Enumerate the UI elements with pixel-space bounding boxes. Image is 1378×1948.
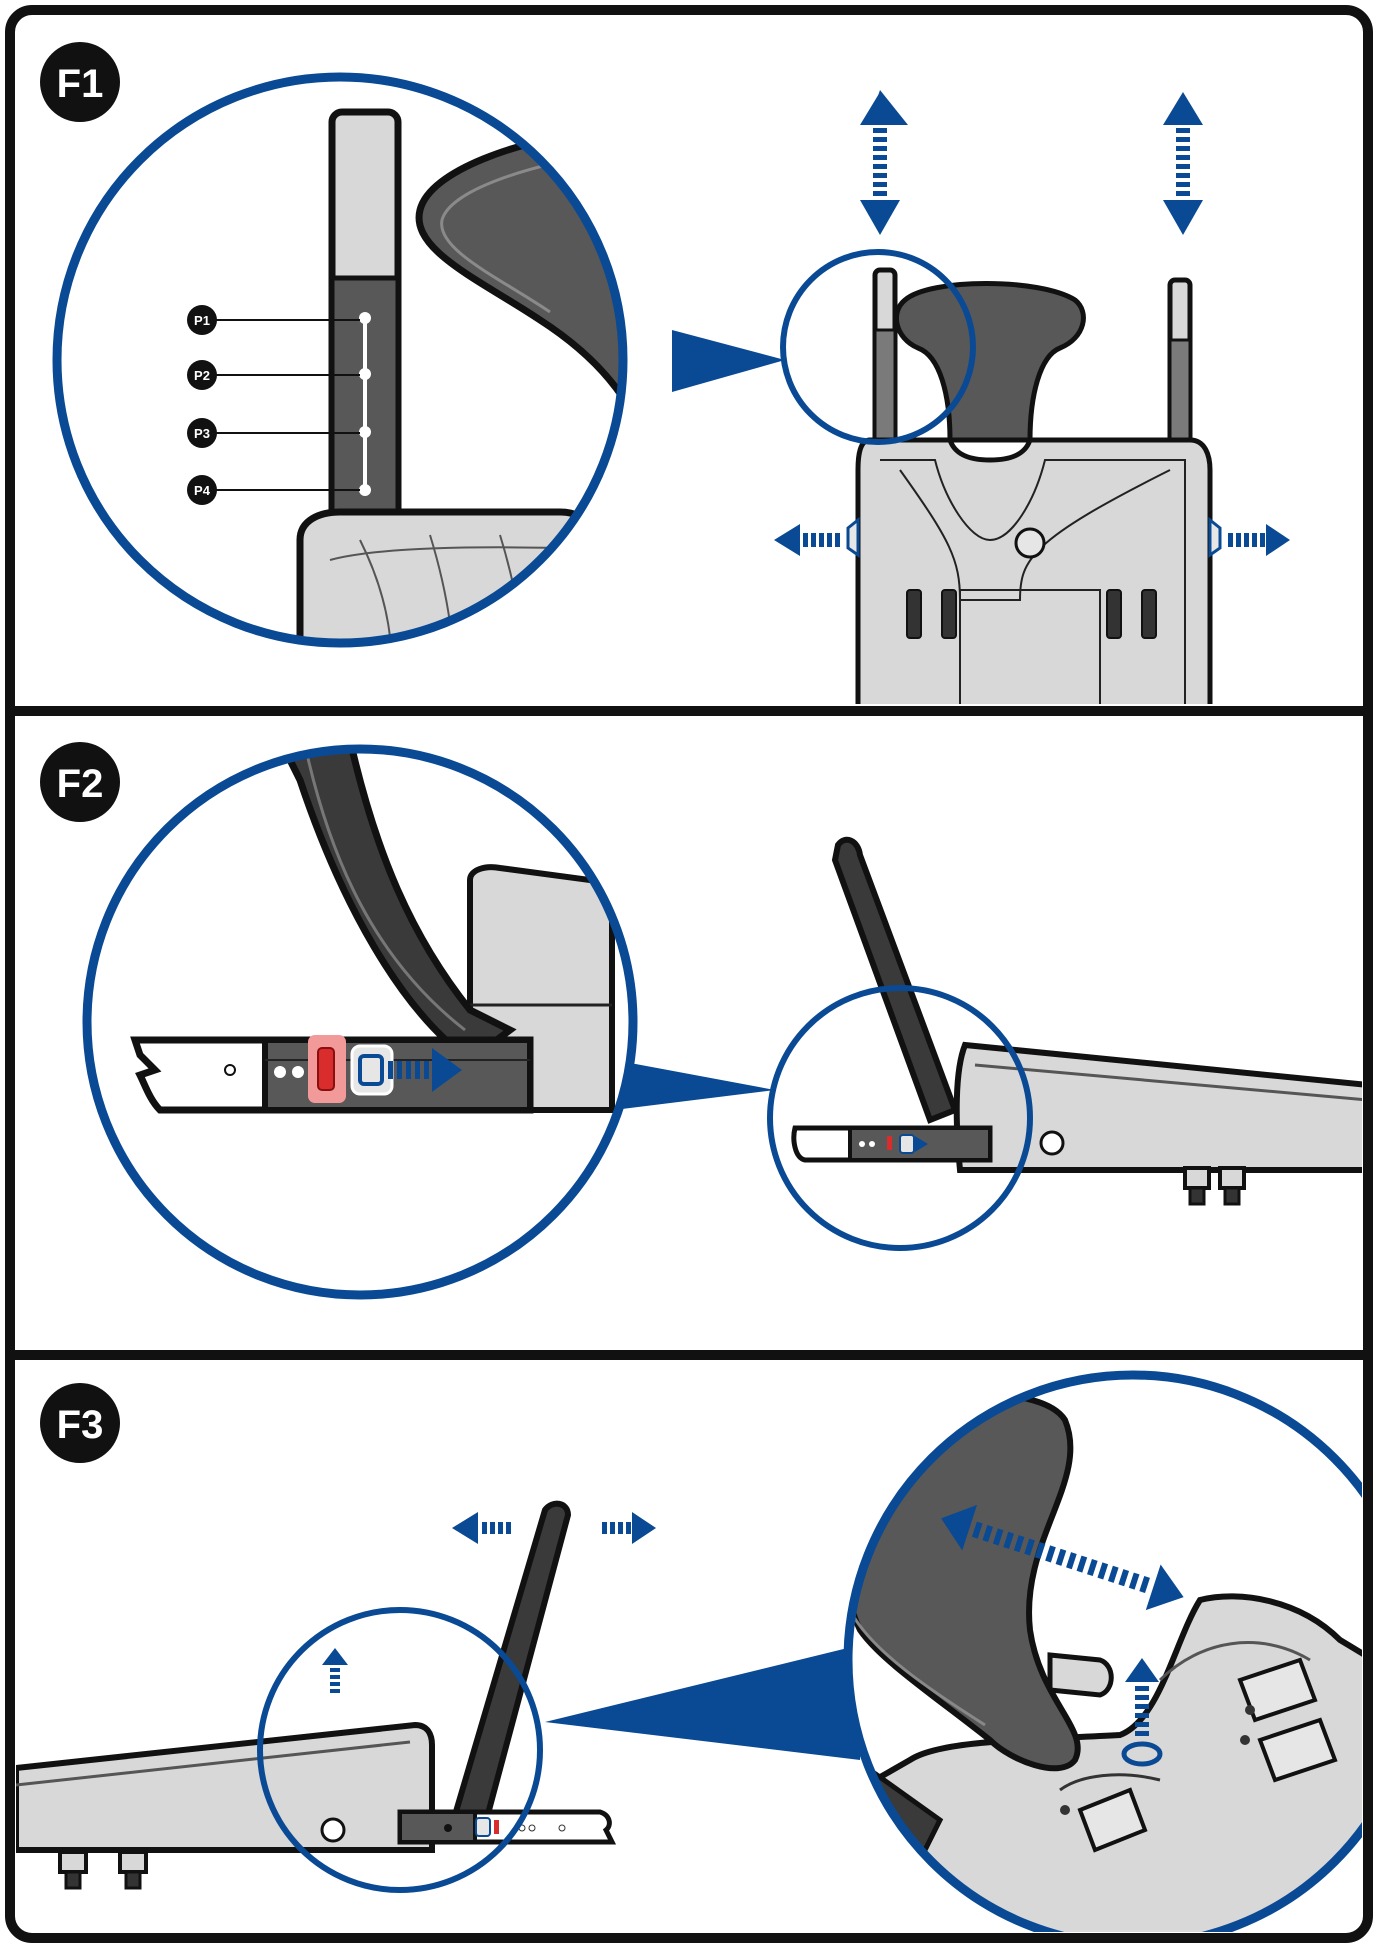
svg-text:F2: F2 <box>57 762 104 806</box>
svg-text:P3: P3 <box>194 426 210 441</box>
zoom-connector <box>545 1645 860 1760</box>
panel-badge-f3: F3 <box>40 1383 120 1463</box>
zoom-locator-circle <box>257 1607 543 1893</box>
svg-text:P4: P4 <box>194 483 211 498</box>
zoom-detail-f2 <box>82 744 638 1300</box>
svg-text:P1: P1 <box>194 313 210 328</box>
vertical-arrow-icon <box>1163 92 1203 235</box>
svg-text:P2: P2 <box>194 368 210 383</box>
horizontal-arrow-icon <box>774 524 840 556</box>
seat-back-front-view <box>846 267 1222 704</box>
zoom-connector <box>614 1060 775 1110</box>
position-label-p3: P3 <box>187 418 217 448</box>
horizontal-arrow-icon <box>602 1512 656 1544</box>
svg-text:F1: F1 <box>57 62 104 106</box>
panel-badge-f1: F1 <box>40 42 120 122</box>
panel-badge-f2: F2 <box>40 742 120 822</box>
horizontal-arrow-icon <box>1228 524 1290 556</box>
svg-text:F3: F3 <box>57 1403 104 1447</box>
zoom-locator-circle <box>767 985 1033 1251</box>
base-side-view-mirrored <box>16 1500 617 1890</box>
horizontal-arrow-icon <box>452 1512 511 1544</box>
base-side-view <box>791 836 1362 1206</box>
vertical-arrow-icon <box>860 90 908 235</box>
diagonal-arrow-icon <box>941 1504 1184 1611</box>
zoom-detail-f3 <box>843 1370 1362 1932</box>
zoom-locator-circle <box>780 249 976 445</box>
up-arrow-icon <box>322 1648 348 1693</box>
position-label-p4: P4 <box>187 475 217 505</box>
panel-f3: F3 <box>16 1370 1362 1932</box>
position-label-p1: P1 <box>187 305 217 335</box>
panel-f1: P1 P2 P3 P4 F1 <box>40 42 1290 704</box>
panel-f2: F2 <box>40 742 1362 1300</box>
zoom-connector <box>672 330 785 392</box>
position-label-p2: P2 <box>187 360 217 390</box>
